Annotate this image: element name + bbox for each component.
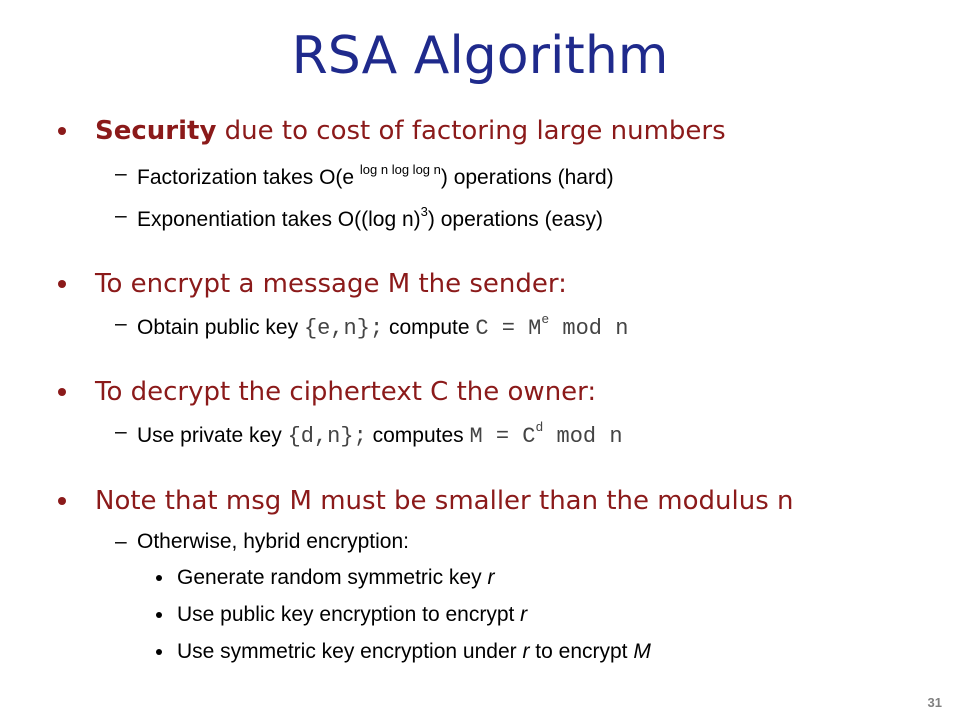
exponentiation-text: Exponentiation takes O((log n) [137,208,421,231]
decrypt-formula: M = C [469,424,536,449]
encrypt-mod: mod n [549,316,629,341]
encrypt-text: To encrypt a message M the sender: [95,269,567,299]
private-key-text: Use private key [137,424,288,447]
bullet-dot [58,497,66,505]
generate-var: r [487,566,495,589]
bullet-dot [58,388,66,396]
exponentiation-text-end: ) operations (easy) [427,208,603,231]
symmetric-encrypt-var-m: M [633,640,651,663]
symmetric-encrypt-mid: to encrypt [529,640,634,663]
security-text: due to cost of factoring large numbers [216,116,726,146]
factorization-text-end: ) operations (hard) [440,166,614,189]
symmetric-encrypt-text: Use symmetric key encryption under [177,640,523,663]
note-text: Note that msg M must be smaller than the… [95,486,794,516]
bullet-dot [58,127,66,135]
dash-marker: – [115,420,127,443]
dash-marker: – [115,312,127,335]
decrypt-mod: mod n [543,424,623,449]
exponentiation-exponent: 3 [420,204,428,219]
dash-marker: – [115,530,127,553]
bullet-dot [58,280,66,288]
private-key-code: {d,n}; [287,424,367,449]
generate-text: Generate random symmetric key [177,566,488,589]
public-key-code: {e,n}; [303,316,384,341]
dash-marker: – [115,204,127,227]
bullet-dot [156,649,162,655]
public-key-text: Obtain public key [137,316,304,339]
slide-title: RSA Algorithm [291,26,669,86]
hybrid-text: Otherwise, hybrid encryption: [137,530,409,553]
decrypt-exponent: d [535,420,544,435]
factorization-text: Factorization takes O(e [137,166,360,189]
encrypt-exponent: e [541,312,550,327]
bullet-dot [156,575,162,581]
public-encrypt-text: Use public key encryption to encrypt [177,603,521,626]
computes-text: computes [366,424,470,447]
encrypt-formula: C = M [475,316,542,341]
security-label: Security [95,116,217,146]
decrypt-text: To decrypt the ciphertext C the owner: [95,377,597,407]
page-number: 31 [927,695,942,710]
symmetric-encrypt-var-r: r [522,640,530,663]
dash-marker: – [115,162,127,185]
compute-text: compute [383,316,476,339]
factorization-exponent: log n log log n [359,162,441,177]
public-encrypt-var: r [520,603,528,626]
bullet-dot [156,612,162,618]
